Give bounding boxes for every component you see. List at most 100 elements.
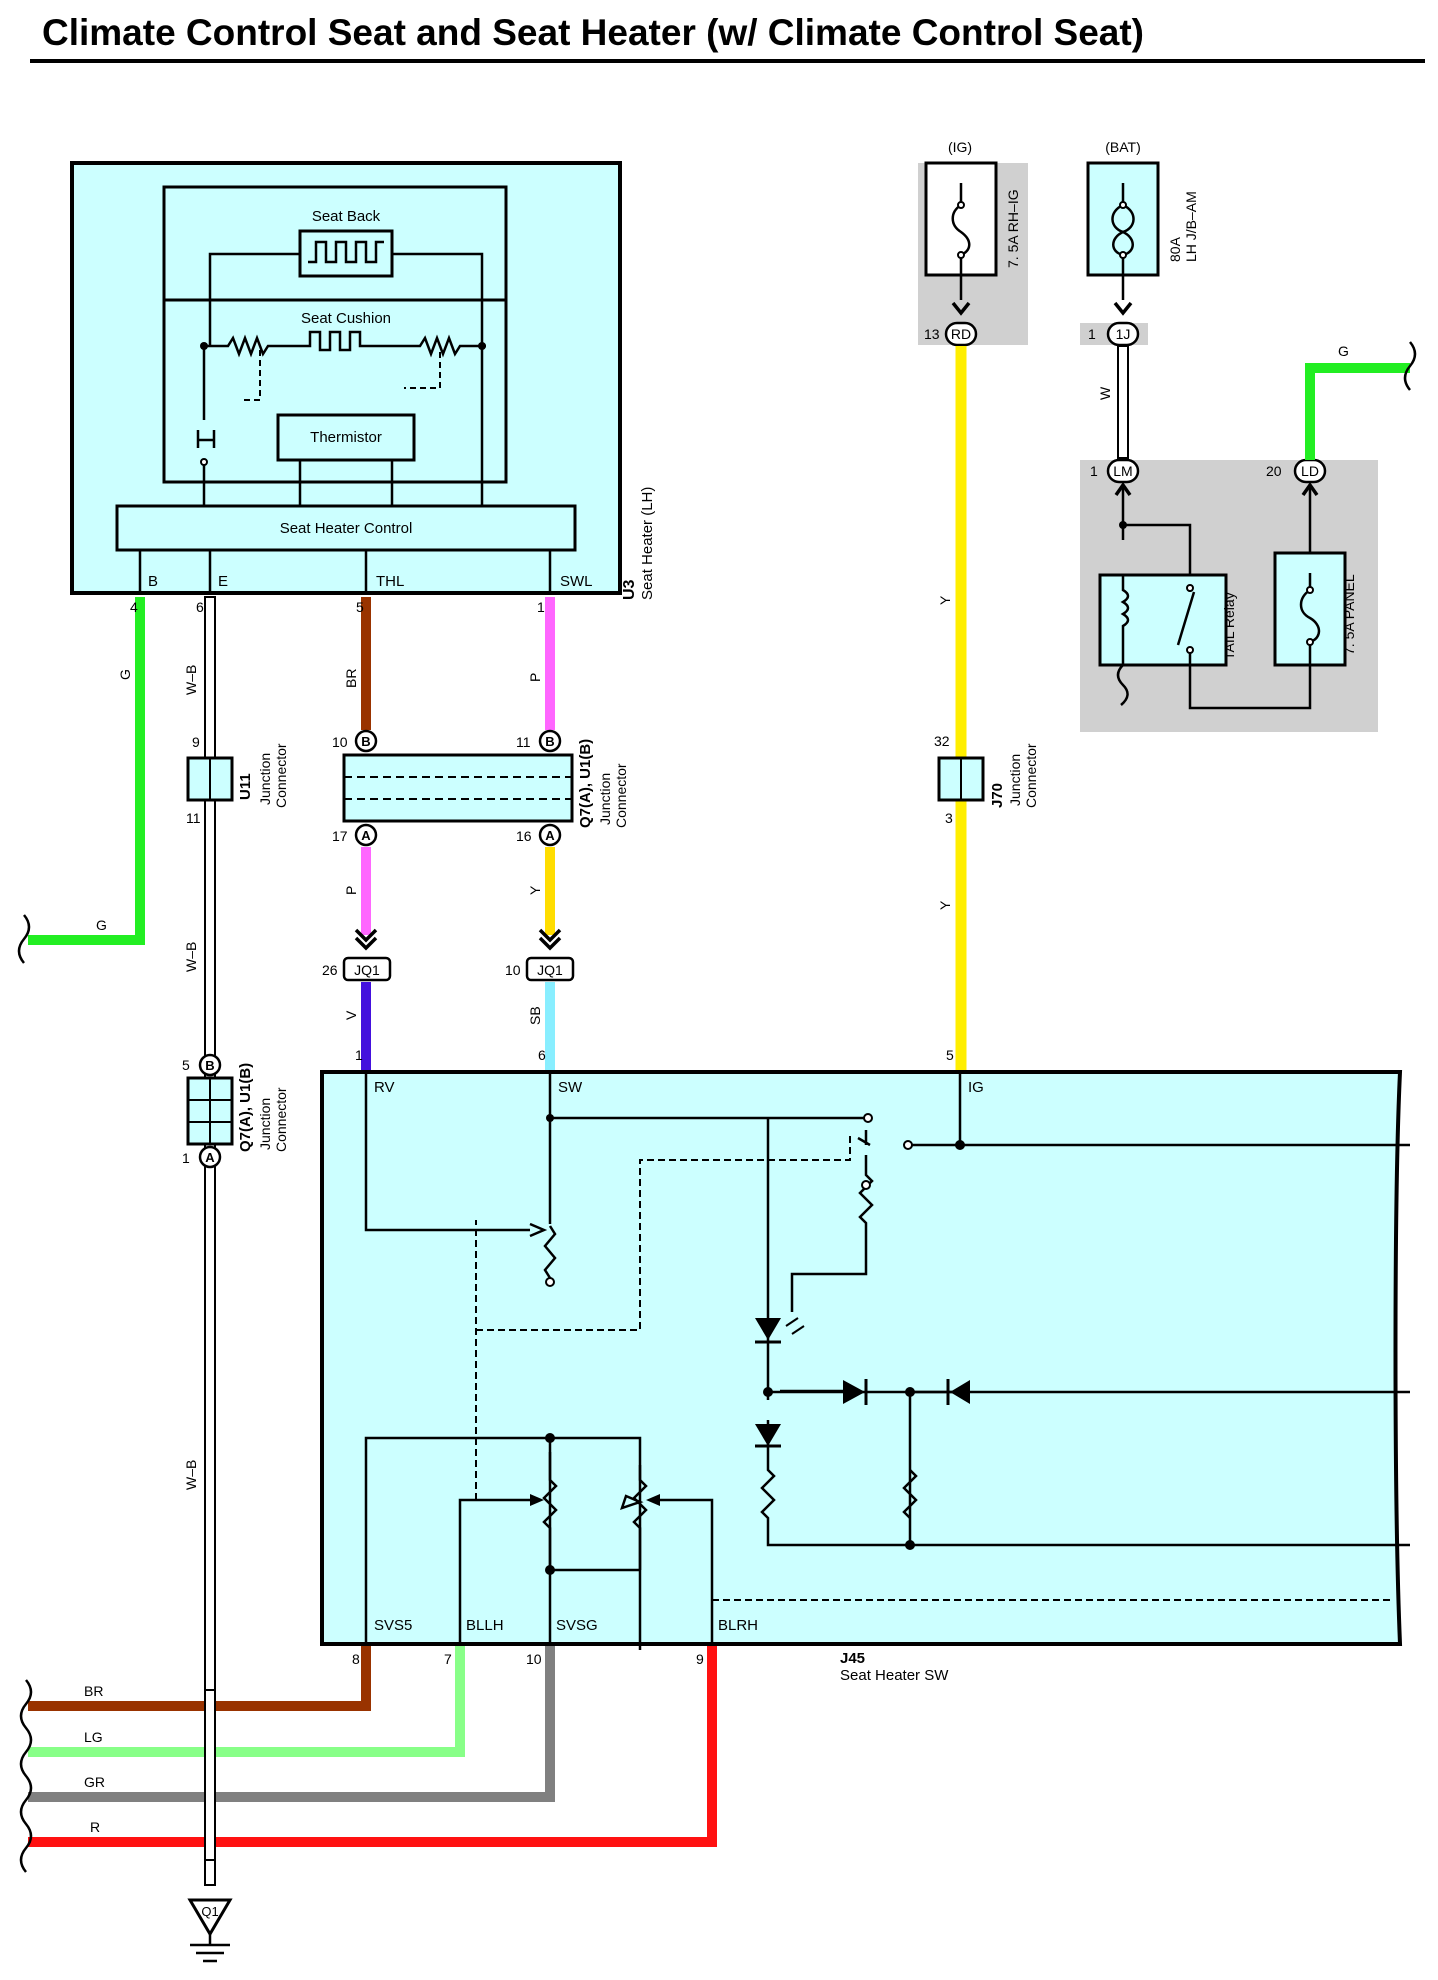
svg-text:LH J/B–AM: LH J/B–AM bbox=[1183, 191, 1199, 262]
title-rule bbox=[30, 59, 1425, 63]
svg-text:3: 3 bbox=[945, 810, 953, 826]
svg-text:Y: Y bbox=[937, 900, 953, 910]
left-wiring: 4 G G 6 W–B W–B W–B 9 11 U11 Junction Co… bbox=[17, 596, 289, 1963]
svg-text:SB: SB bbox=[527, 1006, 543, 1025]
seat-heater-switch: RV SW IG bbox=[320, 1070, 1410, 1684]
wire-g-right bbox=[1305, 363, 1410, 460]
svg-text:5: 5 bbox=[356, 599, 364, 615]
svg-text:1: 1 bbox=[537, 599, 545, 615]
svg-text:BLLH: BLLH bbox=[466, 1617, 504, 1634]
pin-b-label: B bbox=[148, 573, 158, 590]
svg-text:Q7(A), U1(B): Q7(A), U1(B) bbox=[577, 739, 594, 828]
wire-g-left bbox=[28, 597, 145, 945]
svg-text:P: P bbox=[527, 673, 543, 682]
svg-text:IG: IG bbox=[968, 1079, 984, 1096]
wire-gr-bottom bbox=[28, 1646, 555, 1802]
svg-text:(IG): (IG) bbox=[948, 139, 972, 155]
ig-fuse-section: (IG) 7. 5A RH–IG RD 13 Y Y 32 3 J70 Junc… bbox=[918, 139, 1039, 1070]
svg-text:1: 1 bbox=[182, 1150, 190, 1166]
svg-text:GR: GR bbox=[84, 1774, 105, 1790]
svg-text:80A: 80A bbox=[1167, 236, 1183, 262]
seat-cushion-label: Seat Cushion bbox=[301, 310, 391, 327]
wire-lg-bottom bbox=[28, 1646, 465, 1757]
bat-fuse-tail-relay: (BAT) 80A LH J/B–AM 1J 1 W LM 1 LD 20 TA… bbox=[1080, 139, 1417, 732]
svg-text:6: 6 bbox=[196, 599, 204, 615]
svg-text:Connector: Connector bbox=[273, 743, 289, 808]
svg-text:RD: RD bbox=[951, 326, 971, 342]
svg-text:W–B: W–B bbox=[183, 665, 199, 695]
svg-text:Junction: Junction bbox=[1007, 754, 1023, 806]
svg-text:A: A bbox=[361, 828, 371, 843]
pin-thl-label: THL bbox=[376, 573, 404, 590]
seat-heater-control-box bbox=[115, 504, 577, 552]
u3-code: U3 bbox=[621, 579, 638, 600]
svg-text:Y: Y bbox=[527, 885, 543, 895]
pin-e-label: E bbox=[218, 573, 228, 590]
svg-text:JQ1: JQ1 bbox=[537, 962, 563, 978]
svg-text:V: V bbox=[343, 1010, 359, 1020]
svg-text:A: A bbox=[545, 828, 555, 843]
svg-text:13: 13 bbox=[924, 326, 940, 342]
svg-text:16: 16 bbox=[516, 828, 532, 844]
thermistor-box bbox=[276, 413, 416, 462]
svg-text:BLRH: BLRH bbox=[718, 1617, 758, 1634]
svg-text:1J: 1J bbox=[1116, 326, 1131, 342]
svg-text:G: G bbox=[117, 669, 133, 680]
svg-text:Connector: Connector bbox=[1023, 743, 1039, 808]
svg-text:LD: LD bbox=[1301, 463, 1319, 479]
svg-text:10: 10 bbox=[332, 734, 348, 750]
svg-text:TAIL Relay: TAIL Relay bbox=[1221, 592, 1237, 660]
svg-text:7. 5A PANEL: 7. 5A PANEL bbox=[1341, 574, 1357, 655]
page-title: Climate Control Seat and Seat Heater (w/… bbox=[42, 12, 1144, 53]
svg-text:SW: SW bbox=[558, 1079, 583, 1096]
svg-text:U11: U11 bbox=[237, 773, 254, 800]
svg-text:G: G bbox=[96, 917, 107, 933]
svg-text:5: 5 bbox=[182, 1057, 190, 1073]
svg-text:J45: J45 bbox=[840, 1650, 865, 1667]
svg-text:6: 6 bbox=[538, 1047, 546, 1063]
wire-wb-ground bbox=[204, 596, 216, 1886]
seat-heater-lh: Seat Back Seat Cushion Thermistor Seat H… bbox=[70, 161, 656, 600]
svg-text:20: 20 bbox=[1266, 463, 1282, 479]
svg-text:JQ1: JQ1 bbox=[354, 962, 380, 978]
svg-text:G: G bbox=[1338, 343, 1349, 359]
svg-text:Connector: Connector bbox=[273, 1087, 289, 1152]
svg-text:Connector: Connector bbox=[613, 763, 629, 828]
svg-text:7. 5A RH–IG: 7. 5A RH–IG bbox=[1005, 189, 1021, 268]
svg-text:SVSG: SVSG bbox=[556, 1617, 598, 1634]
svg-text:SVS5: SVS5 bbox=[374, 1617, 412, 1634]
svg-text:4: 4 bbox=[130, 599, 138, 615]
u3-name: Seat Heater (LH) bbox=[639, 487, 656, 600]
svg-text:B: B bbox=[361, 734, 370, 749]
svg-text:B: B bbox=[545, 734, 554, 749]
svg-text:J70: J70 bbox=[989, 783, 1006, 808]
switch-box bbox=[320, 1070, 1403, 1646]
tail-relay bbox=[1098, 573, 1228, 667]
svg-text:LM: LM bbox=[1113, 463, 1132, 479]
pin-swl-label: SWL bbox=[560, 573, 593, 590]
svg-text:1: 1 bbox=[1088, 326, 1096, 342]
svg-text:BR: BR bbox=[343, 669, 359, 688]
svg-text:(BAT): (BAT) bbox=[1105, 139, 1141, 155]
seat-cushion-heater-element bbox=[204, 330, 486, 358]
jq1-right bbox=[525, 956, 575, 982]
svg-text:RV: RV bbox=[374, 1079, 395, 1096]
svg-text:26: 26 bbox=[322, 962, 338, 978]
seat-heater-control-label: Seat Heater Control bbox=[280, 520, 413, 537]
svg-text:17: 17 bbox=[332, 828, 348, 844]
wire-r-bottom bbox=[28, 1646, 717, 1847]
seat-back-label: Seat Back bbox=[312, 208, 381, 225]
svg-text:10: 10 bbox=[526, 1651, 542, 1667]
svg-text:Junction: Junction bbox=[257, 1098, 273, 1150]
svg-text:32: 32 bbox=[934, 733, 950, 749]
svg-text:BR: BR bbox=[84, 1683, 103, 1699]
svg-text:10: 10 bbox=[505, 962, 521, 978]
svg-text:11: 11 bbox=[516, 734, 531, 750]
terminal-rd bbox=[944, 321, 978, 347]
svg-text:P: P bbox=[343, 886, 359, 895]
svg-text:Q1: Q1 bbox=[201, 1904, 218, 1919]
svg-text:Y: Y bbox=[937, 595, 953, 605]
svg-text:B: B bbox=[205, 1058, 214, 1073]
svg-text:W–B: W–B bbox=[183, 942, 199, 972]
